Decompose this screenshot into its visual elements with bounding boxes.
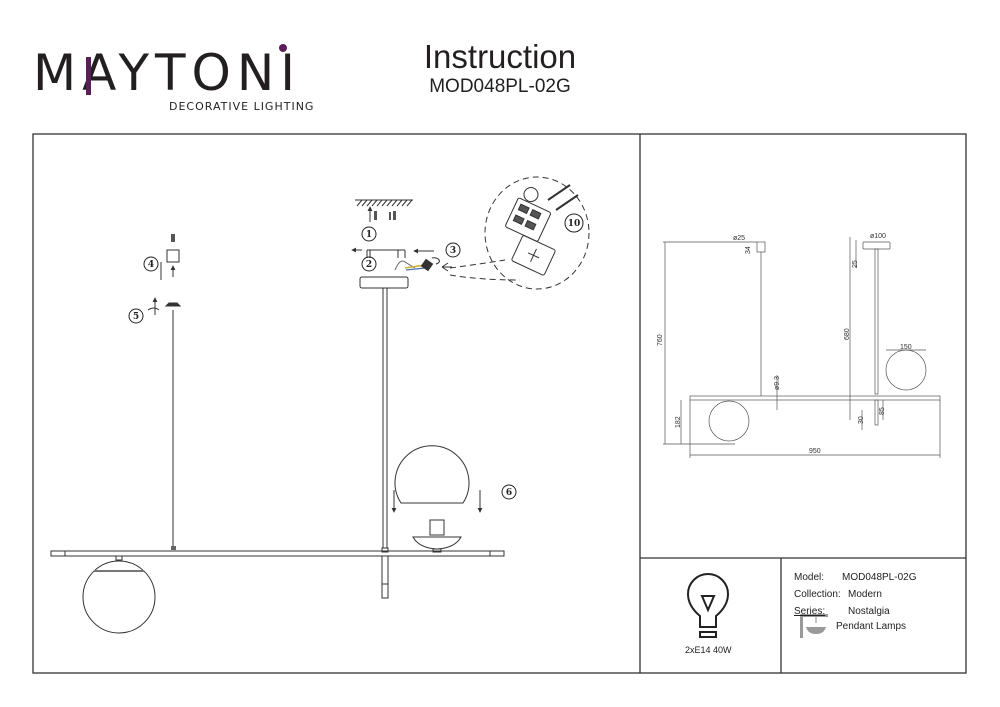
collection-value: Modern xyxy=(848,589,882,600)
dim-rod-diameter: ø9.3 xyxy=(774,376,781,390)
step-marker-10 xyxy=(564,213,584,233)
step-label-10: 10 xyxy=(568,219,581,229)
dim-total-height: 760 xyxy=(657,334,664,346)
assembly-diagram xyxy=(50,176,590,634)
dim-stub-length: 85 xyxy=(879,407,886,415)
dim-canopy-small-diameter: ø25 xyxy=(733,235,745,242)
dim-canopy-small-height: 34 xyxy=(745,246,752,254)
brand-logo: MAYTONI DECORATIVE LIGHTING xyxy=(33,44,313,116)
horizontal-bar xyxy=(50,550,505,557)
canopy-large xyxy=(359,276,409,289)
step-marker-5 xyxy=(128,308,144,324)
step-marker-1 xyxy=(361,226,377,242)
wall-anchors xyxy=(374,211,396,220)
terminal-block xyxy=(420,258,434,272)
right-globe-shade xyxy=(394,445,470,504)
step-marker-6 xyxy=(501,484,517,500)
ceiling-hatch xyxy=(355,199,413,207)
step-markers xyxy=(128,213,584,500)
dim-shade-diameter: 150 xyxy=(900,344,912,351)
dim-canopy-large-diameter: ø100 xyxy=(870,233,886,240)
lamp-type-value: Pendant Lamps xyxy=(836,621,907,632)
left-globe-shade xyxy=(82,560,156,634)
logo-accent-dot xyxy=(279,44,287,52)
step-marker-3 xyxy=(445,242,461,258)
step-label-6: 6 xyxy=(506,488,512,498)
step-label-4: 4 xyxy=(148,260,154,270)
step-label-2: 2 xyxy=(366,260,372,270)
lamp-holder-cup xyxy=(412,536,462,550)
mounting-bracket xyxy=(351,247,434,258)
step-marker-2 xyxy=(361,256,377,272)
dim-total-width: 950 xyxy=(809,448,821,455)
step-label-3: 3 xyxy=(450,246,456,256)
step-label-1: 1 xyxy=(366,230,372,240)
dim-rod-height: 680 xyxy=(844,328,851,340)
central-rod xyxy=(382,287,388,549)
bulb-spec: 2xE14 40W xyxy=(685,645,732,655)
collection-label: Collection: xyxy=(794,589,841,600)
model-label: Model: xyxy=(794,572,825,583)
detail-callout xyxy=(484,176,590,290)
model-code: MOD048PL-02G xyxy=(429,76,571,97)
dimension-drawing xyxy=(663,237,941,458)
step-label-5: 5 xyxy=(133,312,139,322)
terminal-detail xyxy=(505,187,556,276)
sheet-frame xyxy=(32,133,967,674)
dim-lower-height: 182 xyxy=(675,416,682,428)
series-value: Nostalgia xyxy=(848,606,890,617)
dim-canopy-large-height: 25 xyxy=(852,260,859,268)
pendant-lamp-icon xyxy=(800,614,828,638)
page-title: Instruction xyxy=(423,38,577,75)
light-bulb-icon xyxy=(686,573,730,638)
brand-tagline: DECORATIVE LIGHTING xyxy=(169,100,315,113)
brand-name: MAYTONI xyxy=(33,44,302,102)
dim-stub-end: 30 xyxy=(858,416,865,424)
dimension-labels: ø25 34 ø100 25 760 680 ø9.3 150 182 85 3… xyxy=(657,233,912,455)
model-value: MOD048PL-02G xyxy=(842,572,917,583)
step-marker-4 xyxy=(143,256,159,272)
logo-accent-bar xyxy=(86,57,91,95)
small-canopy-parts xyxy=(147,234,182,315)
series-label: Series: xyxy=(794,606,826,617)
